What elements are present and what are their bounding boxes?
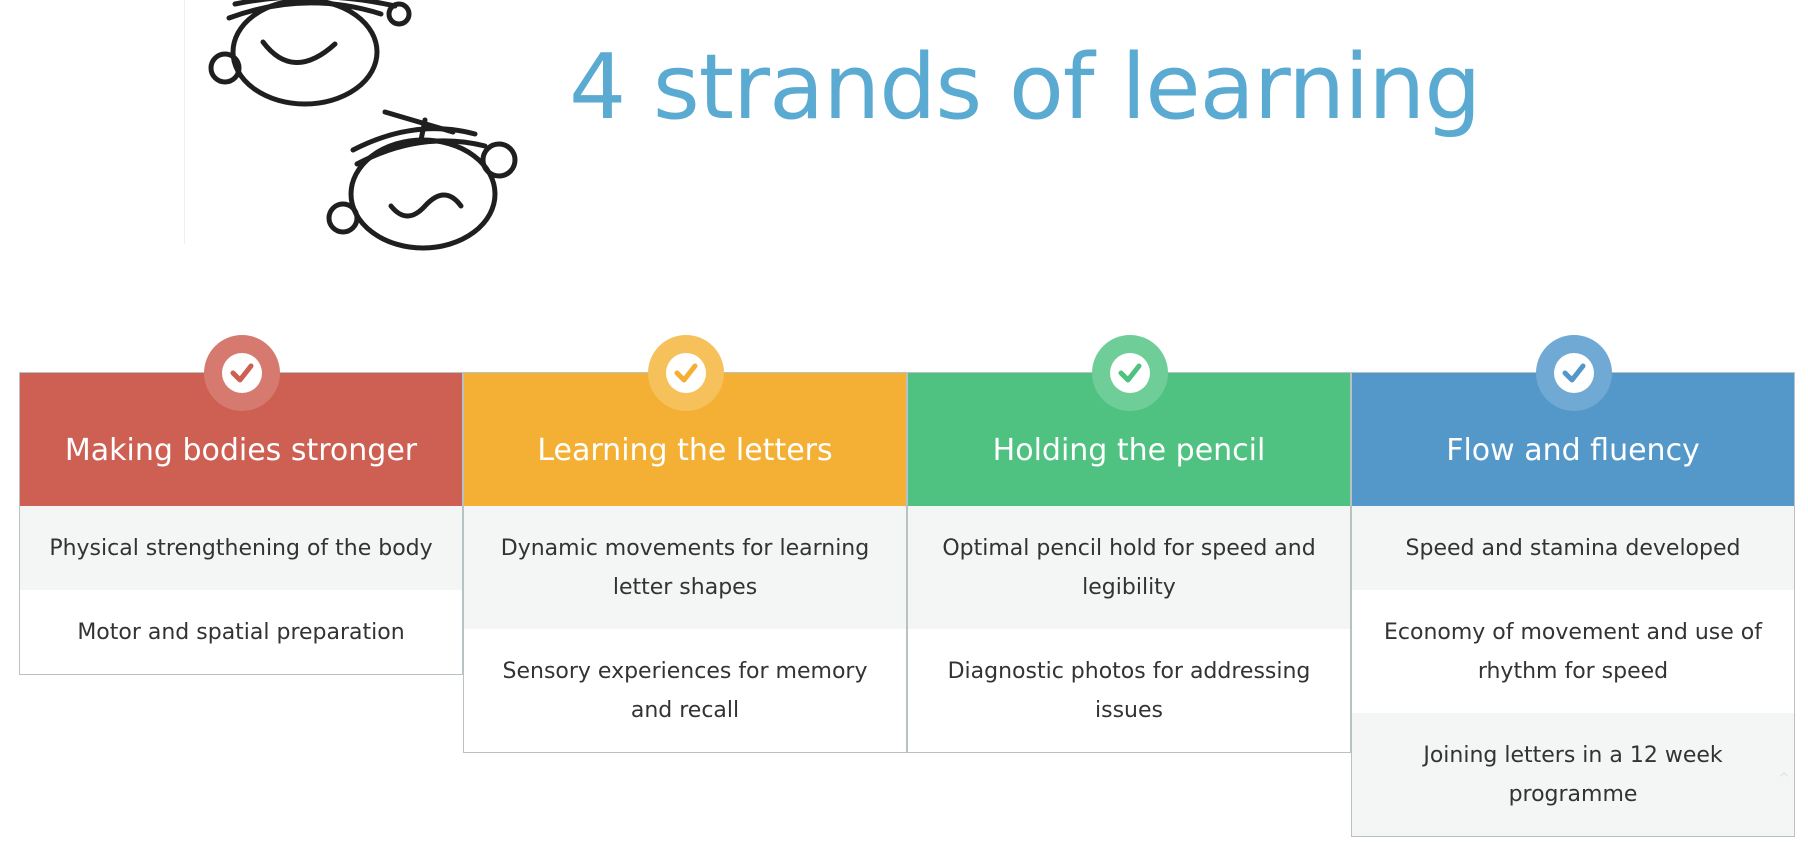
badge-disc [1554,353,1594,393]
check-icon [230,363,254,383]
strand-badge [1536,335,1612,411]
strand-item: Motor and spatial preparation [20,590,462,674]
strand-item: Sensory experiences for memory and recal… [464,629,906,752]
strand-item: Joining letters in a 12 week programme [1352,713,1794,836]
check-icon [674,363,698,383]
banner: 4 strands of learning [184,0,1481,251]
page-headline: 4 strands of learning [569,35,1481,140]
badge-disc [222,353,262,393]
badge-disc [666,353,706,393]
strand-item: Speed and stamina developed [1352,506,1794,590]
strand-item: Economy of movement and use of rhythm fo… [1352,590,1794,713]
strand-badge [1092,335,1168,411]
check-icon [1562,363,1586,383]
strand-card-flow-and-fluency: Flow and fluency Speed and stamina devel… [1351,335,1795,837]
strand-item: Dynamic movements for learning letter sh… [464,506,906,629]
strand-badge [204,335,280,411]
chevron-up-icon[interactable]: ^ [1778,771,1790,787]
strand-card-holding-the-pencil: Holding the pencil Optimal pencil hold f… [907,335,1351,753]
strand-item: Optimal pencil hold for speed and legibi… [908,506,1350,629]
doodle-illustration [208,0,518,251]
strand-badge [648,335,724,411]
badge-disc [1110,353,1150,393]
strand-card-learning-the-letters: Learning the letters Dynamic movements f… [463,335,907,753]
check-icon [1118,363,1142,383]
strand-item: Diagnostic photos for addressing issues [908,629,1350,752]
strand-card-making-bodies-stronger: Making bodies stronger Physical strength… [19,335,463,675]
strand-item: Physical strengthening of the body [20,506,462,590]
